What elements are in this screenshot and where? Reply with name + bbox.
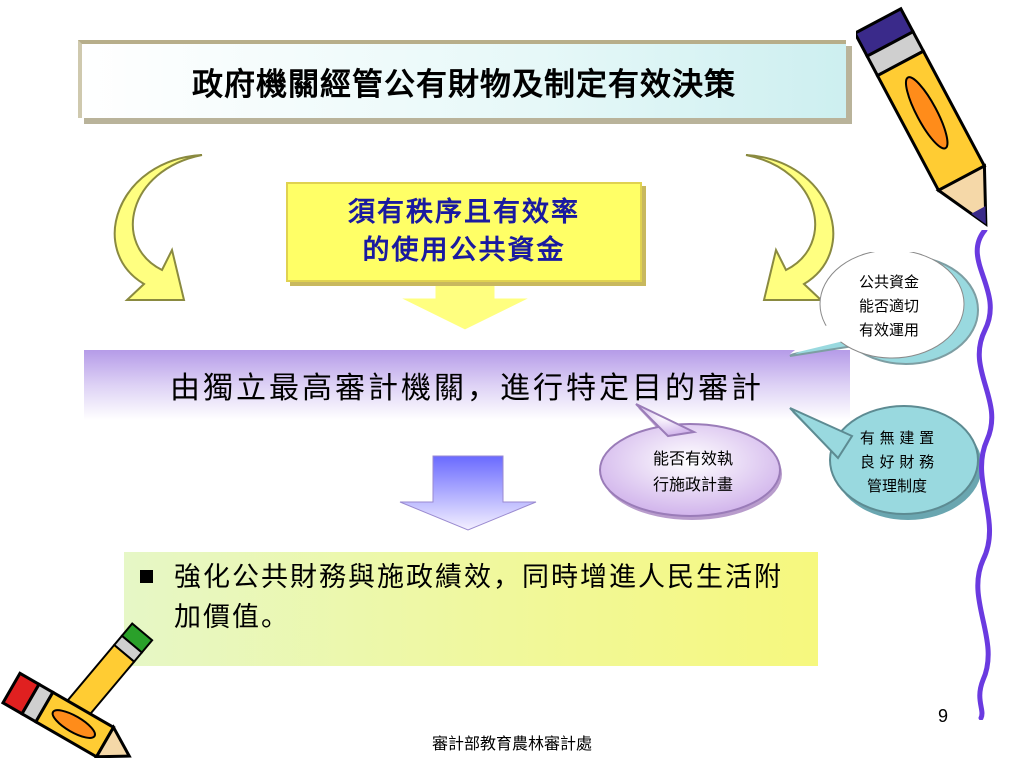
slide-title: 政府機關經管公有財物及制定有效決策 [192, 66, 736, 103]
page-number: 9 [938, 706, 949, 726]
footer-text: 審計部教育農林審計處 [431, 734, 592, 753]
speech-bubble-icon-funds [789, 252, 979, 365]
down-arrow-icon-purple [399, 455, 537, 531]
audit-banner-text: 由獨立最高審計機關，進行特定目的審計 [170, 371, 764, 406]
square-bullet-icon [140, 570, 153, 583]
audit-banner: 由獨立最高審計機關，進行特定目的審計 [84, 350, 850, 420]
bubble-management-line3: 管理制度 [866, 477, 927, 495]
bubble-funds-line3: 有效運用 [858, 321, 919, 339]
decorative-squiggle-icon [974, 230, 995, 720]
bubble-management-line1: 有 無 建 置 [859, 429, 935, 447]
bubble-execution-line2: 行施政計畫 [652, 475, 733, 494]
pencil-icon-top-right [856, 6, 988, 228]
curved-arrow-icon-left [113, 154, 203, 301]
bubble-management-line2: 良 好 財 務 [859, 453, 935, 471]
speech-bubble-icon-execution [599, 403, 782, 520]
bubble-funds-line2: 能否適切 [858, 297, 919, 315]
bubble-execution-line1: 能否有效執 [652, 449, 733, 468]
curved-arrow-icon-right [745, 154, 835, 301]
result-text: 強化公共財務與施政績效，同時增進人民生活附加價值。 [174, 562, 783, 633]
public-funds-line1: 須有秩序且有效率 [348, 197, 580, 228]
result-box: 強化公共財務與施政績效，同時增進人民生活附加價值。 [124, 552, 818, 666]
public-funds-box: 須有秩序且有效率 的使用公共資金 [286, 182, 642, 282]
public-funds-line2: 的使用公共資金 [362, 235, 566, 266]
bubble-funds-line1: 公共資金 [858, 273, 919, 291]
pencil-icon-bottom-left [0, 622, 154, 758]
slide-title-banner: 政府機關經管公有財物及制定有效決策 [78, 40, 846, 118]
speech-bubble-icon-management [789, 405, 982, 520]
